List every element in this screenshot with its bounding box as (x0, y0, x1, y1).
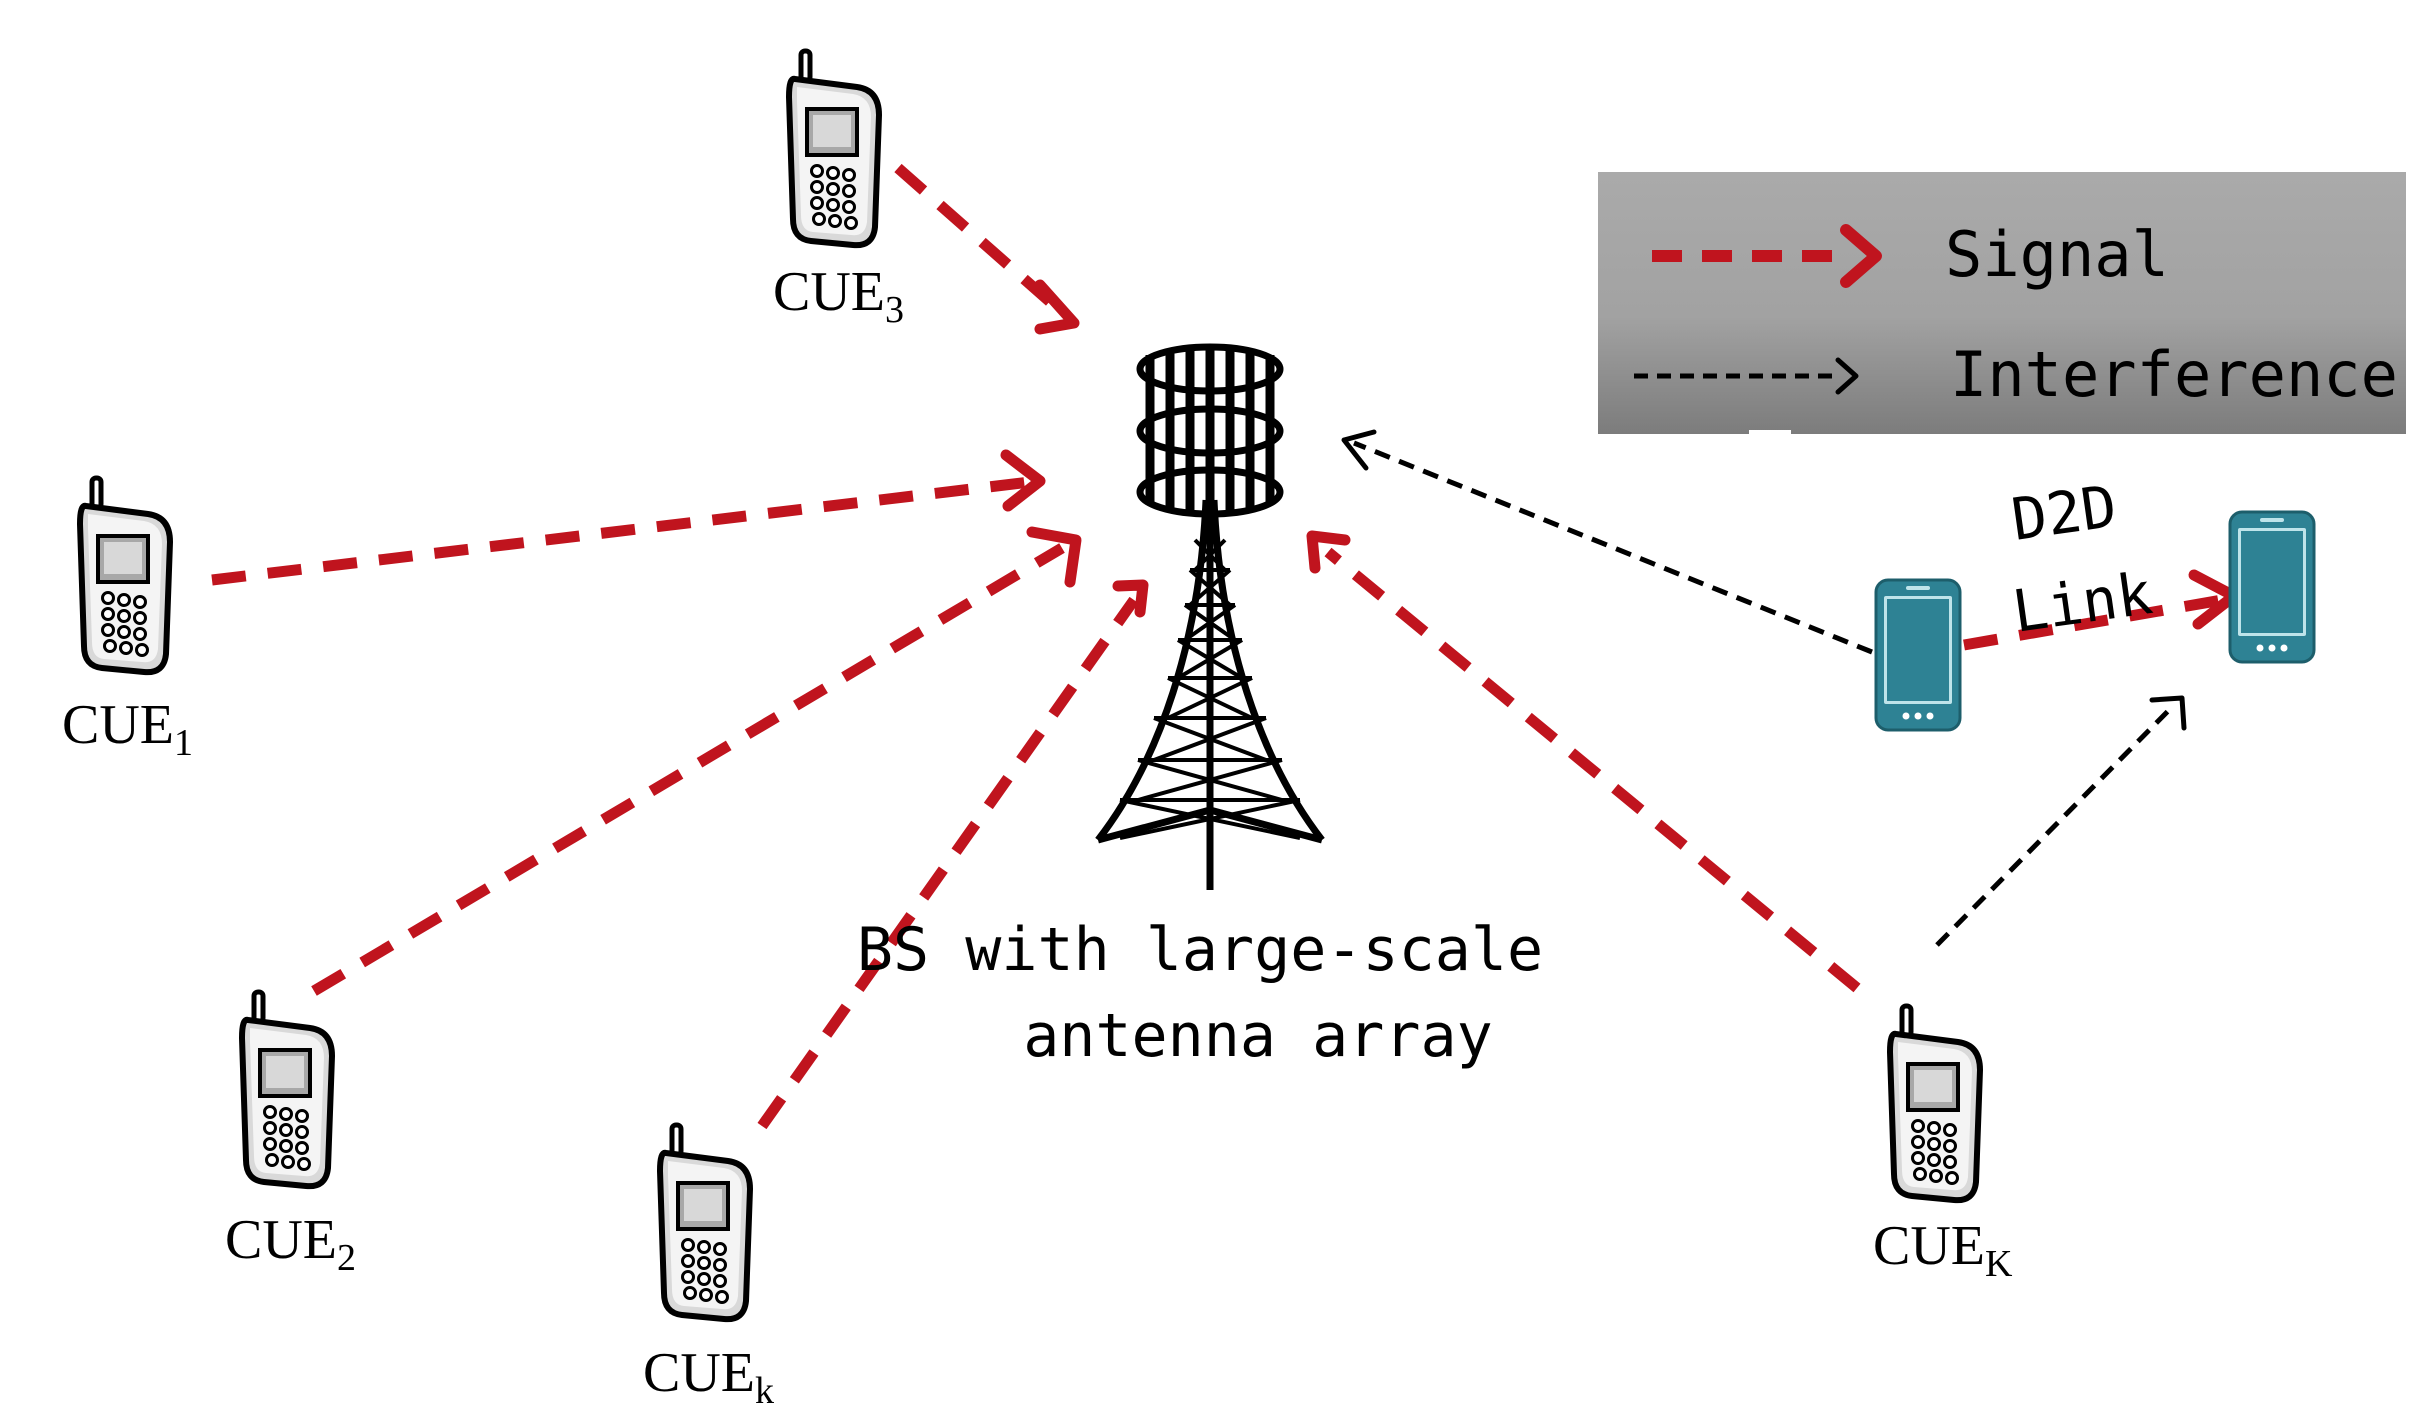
signal-arrowhead-cue3 (1034, 279, 1080, 335)
legend-interference-arrowhead (1835, 357, 1859, 395)
legend-signal-arrowhead (1840, 224, 1882, 288)
cuek-small-label: CUEk (643, 1342, 774, 1412)
signal-link-cue1 (211, 476, 1031, 586)
cue2-label: CUE2 (225, 1209, 356, 1279)
cue3-label: CUE3 (773, 261, 904, 331)
signal-link-d2d (1963, 594, 2223, 651)
cue2-phone-icon (242, 992, 332, 1186)
d2d-link-label: D2D Link (2007, 472, 2156, 646)
cue1-phone-icon (80, 478, 170, 672)
signal-link-cue3 (894, 163, 1069, 320)
base-station-tower-icon (1095, 343, 1325, 890)
base-station-label-line1: BS with large-scale (857, 915, 1543, 985)
legend-interference-label: Interference (1950, 338, 2398, 411)
legend: Signal Interference (1598, 172, 2406, 438)
legend-tab-mark (1749, 430, 1791, 438)
interference-arrowhead-bs (1341, 429, 1377, 471)
interference-arrowhead-d2d-rx (2149, 695, 2187, 731)
legend-background (1598, 172, 2406, 434)
base-station-label-line2: antenna array (1023, 1001, 1493, 1071)
interference-link-d2d-tx-to-bs (1353, 440, 1873, 655)
signal-link-cuek-small (757, 596, 1139, 1130)
signal-link-cue2 (311, 543, 1065, 996)
signal-arrowhead-cuek-small (1112, 579, 1149, 618)
cuek-large-phone-icon (1890, 1006, 1980, 1200)
d2d-receiver-smartphone-icon (2228, 510, 2316, 664)
signal-arrowhead-cuek-large (1306, 530, 1351, 574)
signal-arrowhead-cue1 (1000, 449, 1046, 512)
legend-signal-label: Signal (1945, 218, 2169, 291)
d2d-label-line2: Link (2008, 559, 2156, 646)
cuek-small-phone-icon (660, 1125, 750, 1319)
d2d-label-line1: D2D (2007, 472, 2120, 554)
cuek-large-label: CUEK (1873, 1215, 2013, 1285)
interference-link-cuek-to-d2d-rx (1935, 703, 2176, 947)
signal-arrowhead-cue2 (1026, 526, 1082, 588)
d2d-transmitter-smartphone-icon (1874, 578, 1962, 732)
cue3-phone-icon (789, 51, 879, 245)
signal-link-cuek-large (1324, 547, 1861, 993)
cue1-label: CUE1 (62, 694, 193, 764)
